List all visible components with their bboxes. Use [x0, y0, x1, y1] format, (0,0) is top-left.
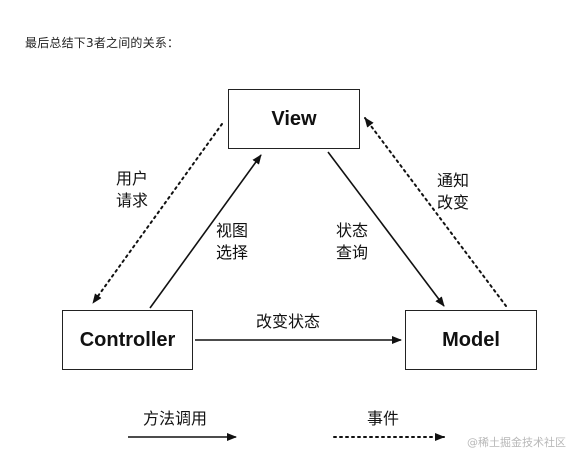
intro-text: 最后总结下3者之间的关系： [25, 36, 180, 50]
model-label: Model [442, 328, 500, 351]
controller-label: Controller [79, 328, 176, 351]
view-node: View [228, 89, 360, 149]
label-user-request: 用户 请求 [116, 169, 149, 210]
view-label: View [271, 107, 317, 130]
label-state-query: 状态 查询 [336, 221, 369, 262]
arrow-user-request [92, 123, 223, 304]
arrow-notify-change [364, 117, 507, 307]
label-view-select: 视图 选择 [216, 221, 249, 262]
legend-event-label: 事件 [367, 409, 400, 428]
model-node: Model [405, 310, 537, 370]
legend-method-call-label: 方法调用 [143, 409, 208, 428]
label-change-state: 改变状态 [256, 312, 321, 331]
controller-node: Controller [62, 310, 193, 370]
arrow-view-select [149, 154, 262, 309]
label-notify-change: 通知 改变 [437, 171, 470, 212]
watermark: @稀土掘金技术社区 [467, 436, 566, 449]
arrow-state-query [327, 151, 445, 307]
